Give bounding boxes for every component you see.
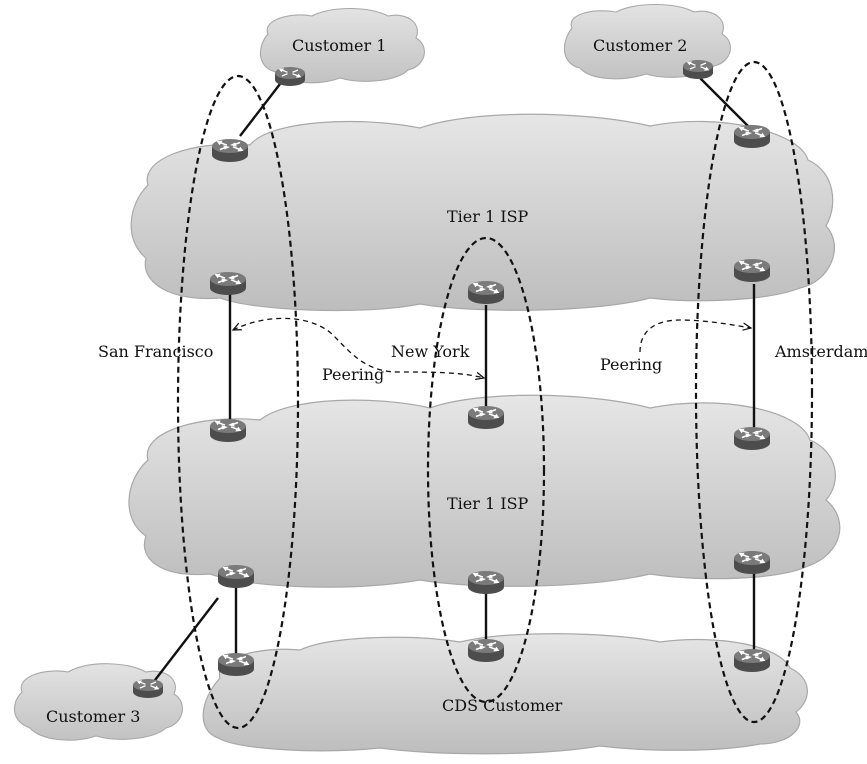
amsterdam-group-outline — [694, 60, 814, 724]
links — [151, 77, 756, 685]
router-icon — [132, 678, 164, 699]
customer-3-cloud — [13, 663, 183, 741]
tier1-top-cloud — [130, 113, 836, 312]
peering-label-left: Peering — [322, 365, 384, 384]
customer-2-label: Customer 2 — [593, 36, 687, 55]
router-icon — [209, 418, 247, 443]
router-icon — [733, 426, 771, 451]
router-icon — [682, 59, 714, 80]
tier1-top-label: Tier 1 ISP — [447, 207, 529, 226]
san-francisco-label: San Francisco — [98, 342, 213, 361]
router-icon — [217, 564, 255, 589]
router-icon — [209, 271, 247, 296]
peering-arrow-left — [233, 317, 484, 378]
router-icon — [211, 138, 249, 163]
router-icon — [274, 66, 306, 87]
customer-1-label: Customer 1 — [292, 36, 386, 55]
link-customer1-sf — [239, 83, 281, 137]
router-icon — [733, 648, 771, 673]
tier1-middle-label: Tier 1 ISP — [447, 494, 529, 513]
router-icon — [467, 570, 505, 595]
amsterdam-label: Amsterdam — [774, 342, 867, 361]
new-york-label: New York — [391, 342, 470, 361]
san-francisco-group-outline — [176, 74, 300, 730]
cds-customer-cloud — [202, 633, 808, 755]
router-icon — [733, 124, 771, 149]
router-icon — [467, 405, 505, 430]
new-york-group-outline — [426, 236, 546, 704]
peering-label-right: Peering — [600, 355, 662, 374]
link-customer3-sf — [151, 597, 219, 685]
router-icon — [467, 638, 505, 663]
link-customer2-ams — [699, 77, 749, 127]
cds-customer-label: CDS Customer — [442, 696, 563, 715]
customer-3-label: Customer 3 — [46, 707, 140, 726]
customer-2-cloud — [563, 3, 731, 80]
router-icon — [217, 652, 255, 677]
router-icon — [733, 258, 771, 283]
router-icon — [467, 280, 505, 305]
peering-arrow-right — [639, 319, 751, 353]
router-icon — [733, 550, 771, 575]
